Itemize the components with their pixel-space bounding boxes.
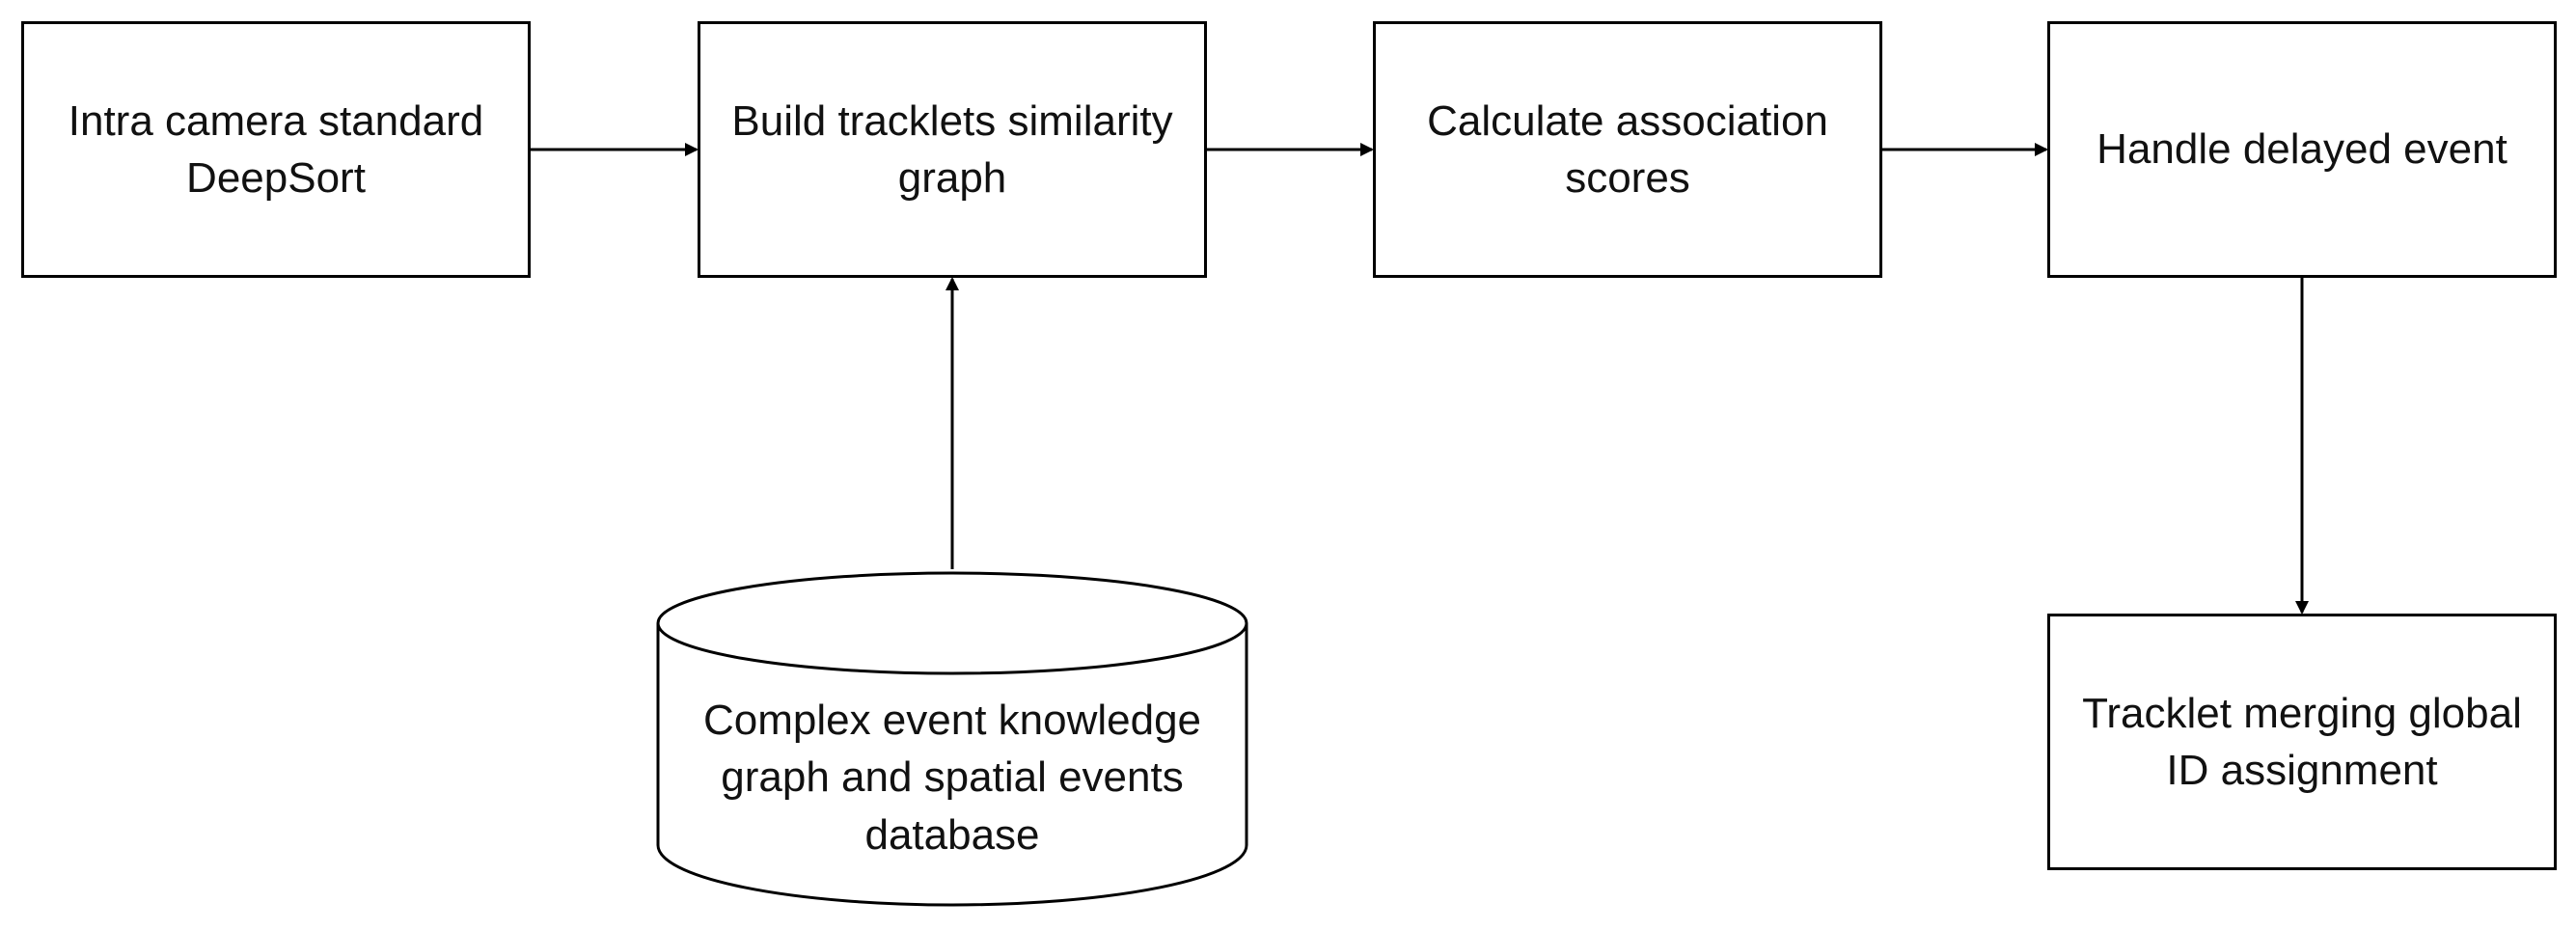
- build-graph-label: Build tracklets similarity graph: [731, 96, 1173, 202]
- build-graph-node: Build tracklets similarity graph: [698, 21, 1207, 278]
- delayed-event-node: Handle delayed event: [2047, 21, 2557, 278]
- delayed-event-label: Handle delayed event: [2096, 125, 2507, 174]
- tracklet-merging-node: Tracklet merging global ID assignment: [2047, 614, 2557, 870]
- database-cylinder-top: [656, 571, 1248, 675]
- database-cylinder-shape: [656, 571, 1248, 907]
- knowledge-database-label: Complex event knowledge graph and spatia…: [702, 696, 1202, 859]
- tracklet-merging-label: Tracklet merging global ID assignment: [2082, 689, 2522, 794]
- intra-camera-label: Intra camera standard DeepSort: [68, 96, 484, 202]
- database-cylinder-body: [656, 623, 1248, 907]
- intra-camera-node: Intra camera standard DeepSort: [21, 21, 531, 278]
- knowledge-database-node: Complex event knowledge graph and spatia…: [654, 569, 1250, 911]
- association-scores-node: Calculate association scores: [1373, 21, 1882, 278]
- association-scores-label: Calculate association scores: [1427, 96, 1828, 202]
